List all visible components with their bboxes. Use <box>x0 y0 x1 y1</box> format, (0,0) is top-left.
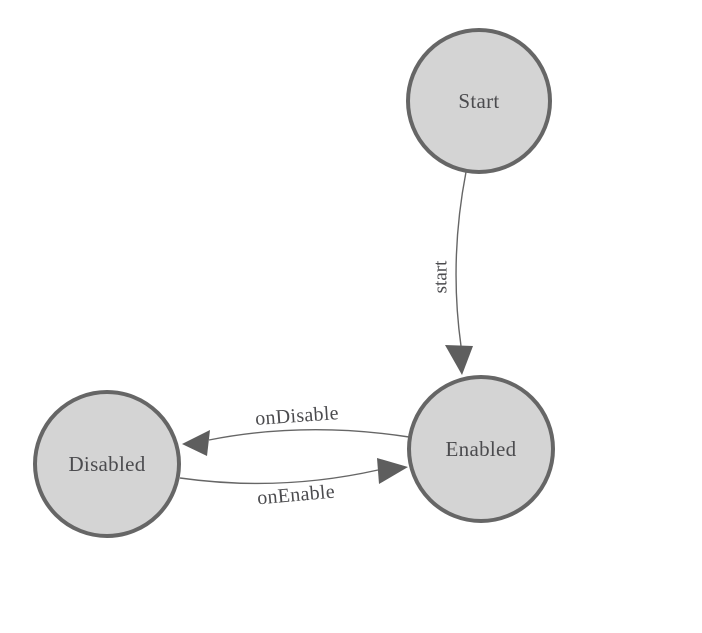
edge-ondisable-line <box>208 428 410 441</box>
edge-onenable-transition: onEnable <box>179 458 408 510</box>
state-node-enabled-label: Enabled <box>446 437 517 461</box>
edge-ondisable-transition: onDisable <box>182 402 410 456</box>
edge-onenable-arrowhead-icon <box>377 458 408 484</box>
edge-onenable-line <box>179 469 379 485</box>
state-node-disabled-label: Disabled <box>68 452 145 476</box>
state-node-start-circle[interactable] <box>406 28 552 174</box>
state-node-start-label: Start <box>458 89 499 113</box>
edge-start-arrowhead-icon <box>445 345 473 375</box>
edge-label-onenable: onEnable <box>256 481 336 510</box>
state-node-enabled-circle[interactable] <box>407 375 555 523</box>
edge-label-start: start <box>431 260 452 293</box>
state-node-enabled[interactable]: Enabled <box>407 375 555 523</box>
edge-label-ondisable: onDisable <box>254 402 339 430</box>
state-node-disabled[interactable]: Disabled <box>33 390 181 538</box>
state-node-disabled-circle[interactable] <box>33 390 181 538</box>
edge-start-line <box>455 171 467 347</box>
edge-start-transition: start <box>431 171 473 375</box>
state-node-start[interactable]: Start <box>406 28 552 174</box>
edge-ondisable-arrowhead-icon <box>182 430 210 456</box>
